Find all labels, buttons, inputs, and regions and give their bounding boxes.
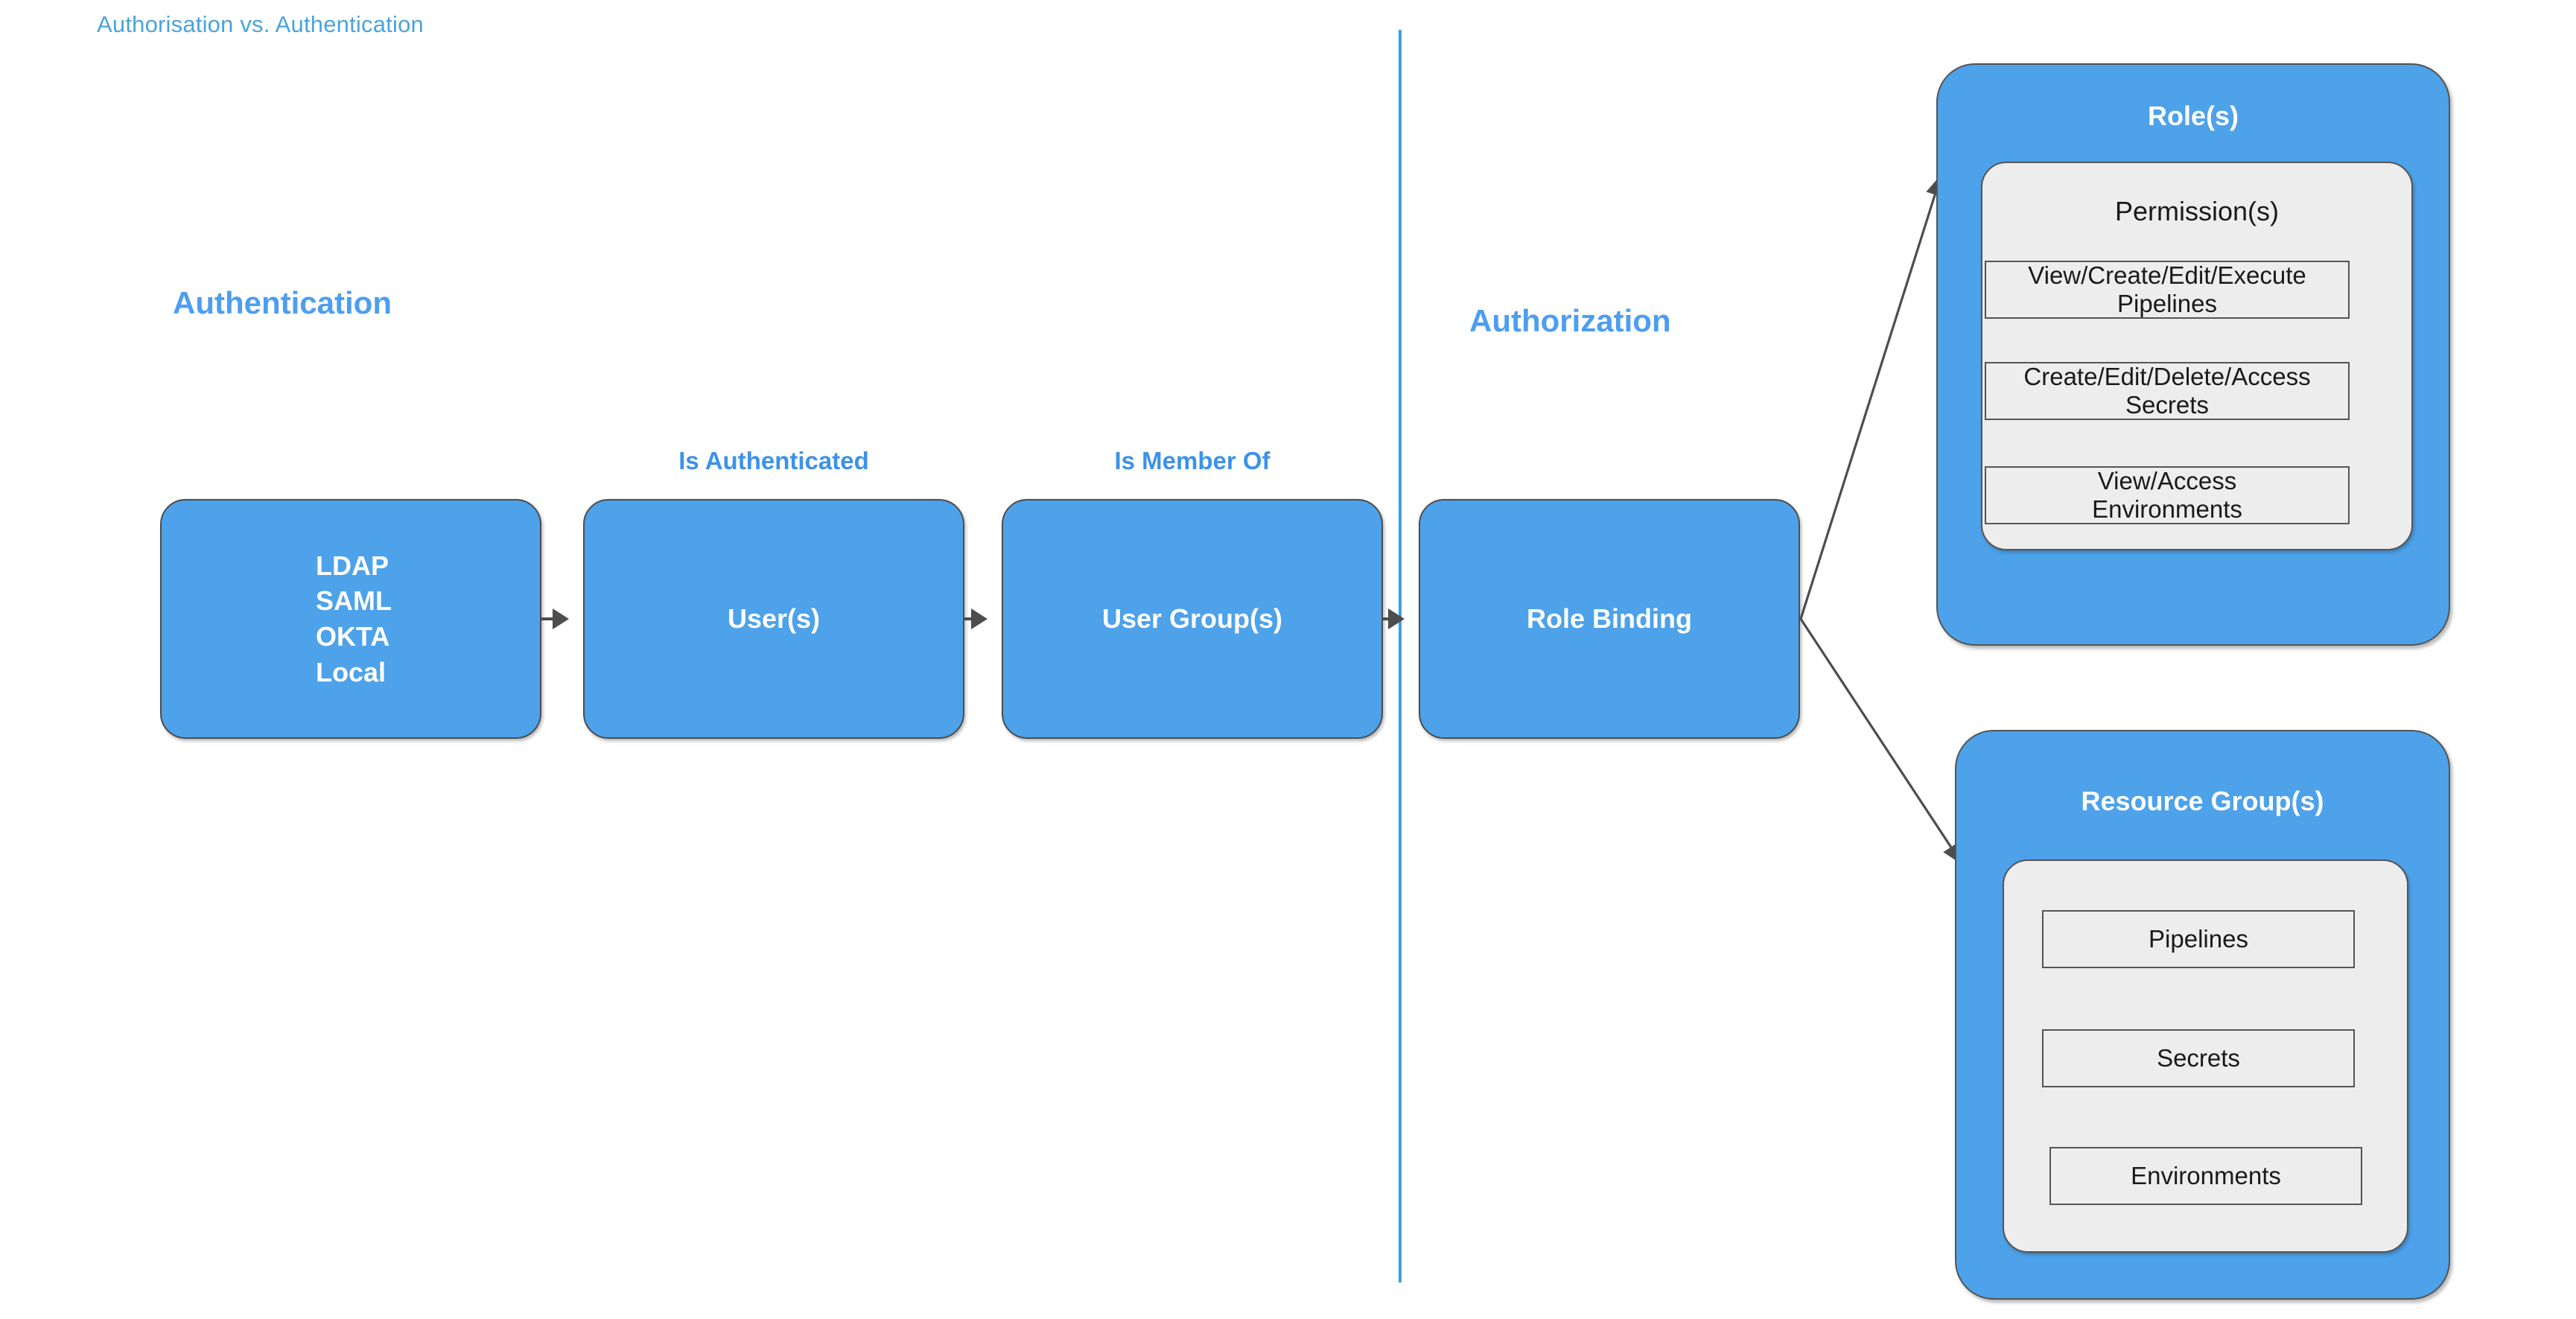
- flow-node-label: Role Binding: [1527, 603, 1692, 635]
- flow-node-identity-providers[interactable]: LDAP SAML OKTA Local: [160, 499, 541, 739]
- flow-node-label: User Group(s): [1101, 603, 1283, 635]
- group-title-roles: Role(s): [2147, 101, 2239, 131]
- section-heading-authentication: Authentication: [173, 285, 392, 320]
- resource-item[interactable]: Environments: [2049, 1147, 2362, 1205]
- flow-node-users[interactable]: User(s): [583, 499, 964, 739]
- flow-node-label: LDAP SAML OKTA Local: [316, 550, 392, 687]
- edge-label-is-member-of: Is Member Of: [1114, 447, 1270, 474]
- page-title: Authorisation vs. Authentication: [97, 11, 424, 37]
- group-roles[interactable]: Role(s) Permission(s): [1936, 63, 2450, 646]
- permission-item[interactable]: View/Create/Edit/Execute Pipelines: [1985, 261, 2350, 319]
- group-resource-groups[interactable]: Resource Group(s): [1955, 730, 2450, 1300]
- resource-item[interactable]: Pipelines: [2042, 910, 2355, 968]
- panel-title-permissions: Permission(s): [2114, 196, 2280, 226]
- group-title-resource-groups: Resource Group(s): [2081, 786, 2324, 816]
- arrow-idp-to-users: [541, 608, 569, 629]
- permission-item[interactable]: View/Access Environments: [1985, 466, 2350, 524]
- section-heading-authorization: Authorization: [1469, 303, 1671, 338]
- section-divider-line: [1399, 30, 1402, 1283]
- resource-item[interactable]: Secrets: [2042, 1029, 2355, 1087]
- flow-node-label: User(s): [727, 603, 821, 635]
- edge-label-is-authenticated: Is Authenticated: [678, 447, 869, 474]
- arrow-users-to-user-groups: [964, 608, 988, 629]
- arrow-user-groups-to-role-binding: [1383, 608, 1405, 629]
- permission-item[interactable]: Create/Edit/Delete/Access Secrets: [1985, 362, 2350, 420]
- arrow-role-binding-to-roles: [1799, 174, 1944, 620]
- branch-arrows: [1799, 174, 1963, 865]
- flow-node-user-groups[interactable]: User Group(s): [1002, 499, 1383, 739]
- flow-node-role-binding[interactable]: Role Binding: [1419, 499, 1800, 739]
- arrow-role-binding-to-resource-groups: [1799, 618, 1963, 865]
